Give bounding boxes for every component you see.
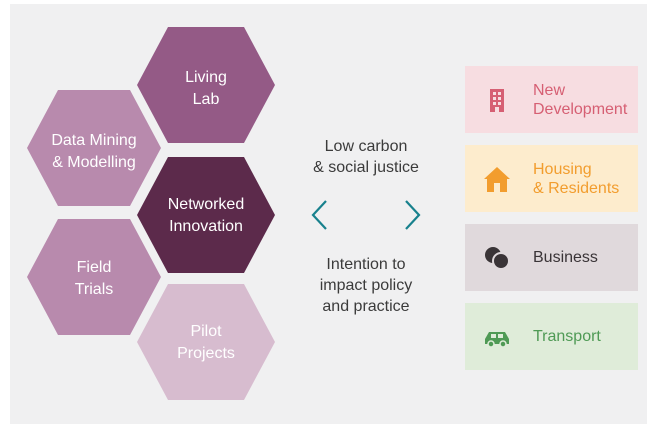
- hex-label-living-lab: Living Lab: [185, 69, 227, 108]
- hex-living-lab: [137, 27, 275, 143]
- sector-new-development: New Development: [465, 66, 638, 133]
- hex-label-field-trials: Field Trials: [74, 259, 114, 298]
- sector-label-business: Business: [533, 249, 598, 266]
- sector-housing: Housing & Residents: [465, 145, 638, 212]
- hex-label-pilot-projects: Pilot Projects: [177, 323, 235, 362]
- house-icon: [484, 167, 510, 192]
- sector-transport: Transport: [465, 303, 638, 370]
- chevron-right-icon: [405, 200, 421, 230]
- intention-text: Intention to impact policy and practice: [319, 256, 413, 315]
- sector-label-new-development: New Development: [533, 81, 628, 118]
- sector-business: Business: [465, 224, 638, 291]
- coins-icon: [485, 247, 510, 270]
- chevron-left-icon: [311, 200, 327, 230]
- hex-pilot-projects: [137, 284, 275, 400]
- car-icon: [485, 332, 509, 348]
- goal-text: Low carbon & social justice: [313, 138, 419, 176]
- hex-data-mining: [27, 90, 161, 206]
- building-icon: [490, 89, 504, 112]
- hex-field-trials: [27, 219, 161, 335]
- hex-label-networked-innovation: Networked Innovation: [167, 196, 245, 235]
- hex-label-data-mining: Data Mining & Modelling: [51, 132, 137, 171]
- sector-label-transport: Transport: [533, 328, 601, 345]
- sector-label-housing: Housing & Residents: [533, 160, 620, 197]
- hex-networked-innovation: [137, 157, 275, 273]
